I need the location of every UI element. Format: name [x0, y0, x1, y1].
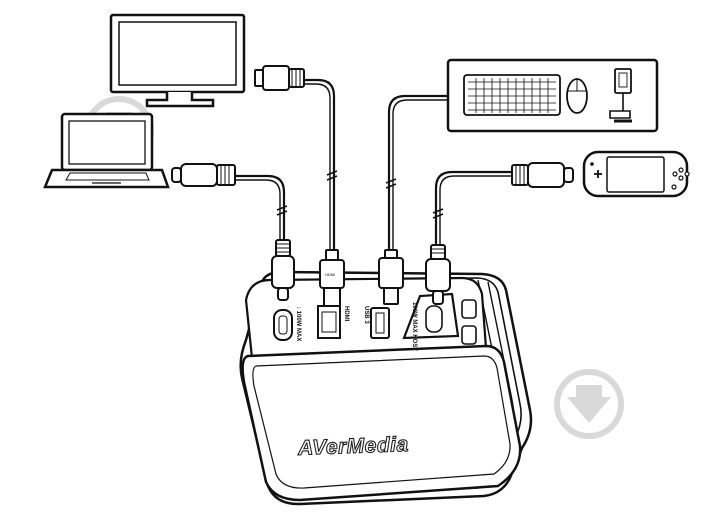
- laptop-icon: [43, 112, 170, 189]
- usb-c-plug-host-end: [425, 244, 451, 305]
- download-arrow-icon: [554, 369, 624, 439]
- side-vents: [461, 299, 477, 345]
- hdmi-cable: [304, 78, 336, 250]
- brand-logo: AVerMedia: [297, 433, 409, 460]
- usb-c-plug-console-end: [511, 162, 574, 188]
- port-label-usb3: USB 3: [363, 306, 369, 324]
- usb-c-plug-device-end: [271, 239, 295, 301]
- keyboard-mouse-dongle-icon: [446, 58, 659, 133]
- port-usb-c-in: ↓ 100W MAX: [273, 306, 301, 341]
- usb3-cable: [387, 94, 448, 250]
- usb-c-host-cable: [434, 170, 512, 245]
- hdmi-plug-device-end: HDMI: [319, 249, 345, 307]
- hdmi-plug-monitor-end: [254, 65, 305, 91]
- port-usb-c-host: 100W MAX HOST: [402, 292, 460, 351]
- hub-device: AVerMedia: [239, 270, 533, 506]
- port-label-usb-c-in: ↓ 100W MAX: [295, 306, 301, 341]
- port-usb3: USB 3: [363, 306, 390, 339]
- usb-c-plug-laptop-end: [171, 163, 236, 187]
- usb-a-plug-device-end: [378, 249, 404, 305]
- port-label-hdmi: HDMI: [343, 306, 349, 322]
- handheld-console-icon: [582, 150, 690, 198]
- cable-break-marks: [276, 170, 444, 219]
- monitor-icon: [109, 13, 246, 108]
- port-label-usb-c-host: 100W MAX HOST: [411, 302, 417, 351]
- usb-c-power-cable: [235, 174, 286, 240]
- hdmi-plug-label: HDMI: [325, 272, 335, 277]
